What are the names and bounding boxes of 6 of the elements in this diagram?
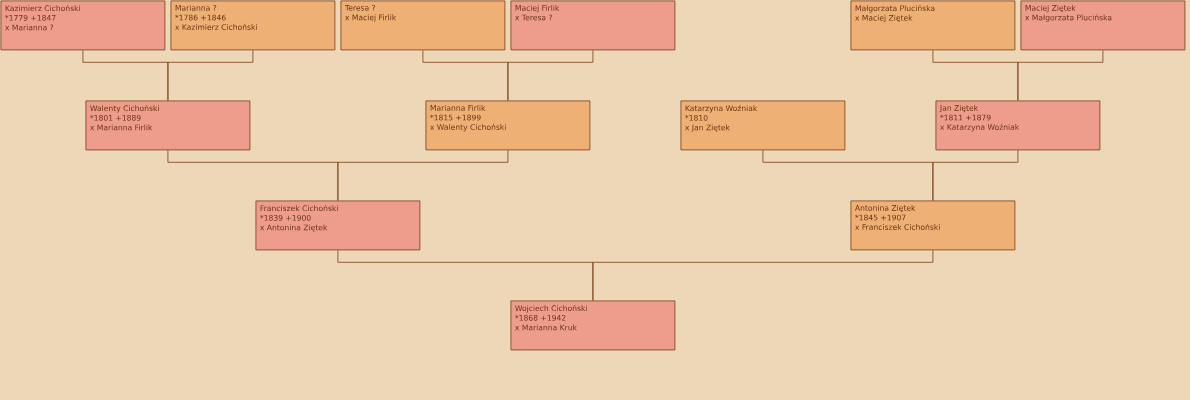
family-line xyxy=(1017,49,1104,101)
family-line xyxy=(337,149,509,201)
family-line xyxy=(592,249,934,301)
family-line xyxy=(932,149,1019,201)
family-line xyxy=(167,49,254,101)
family-line xyxy=(507,49,594,101)
